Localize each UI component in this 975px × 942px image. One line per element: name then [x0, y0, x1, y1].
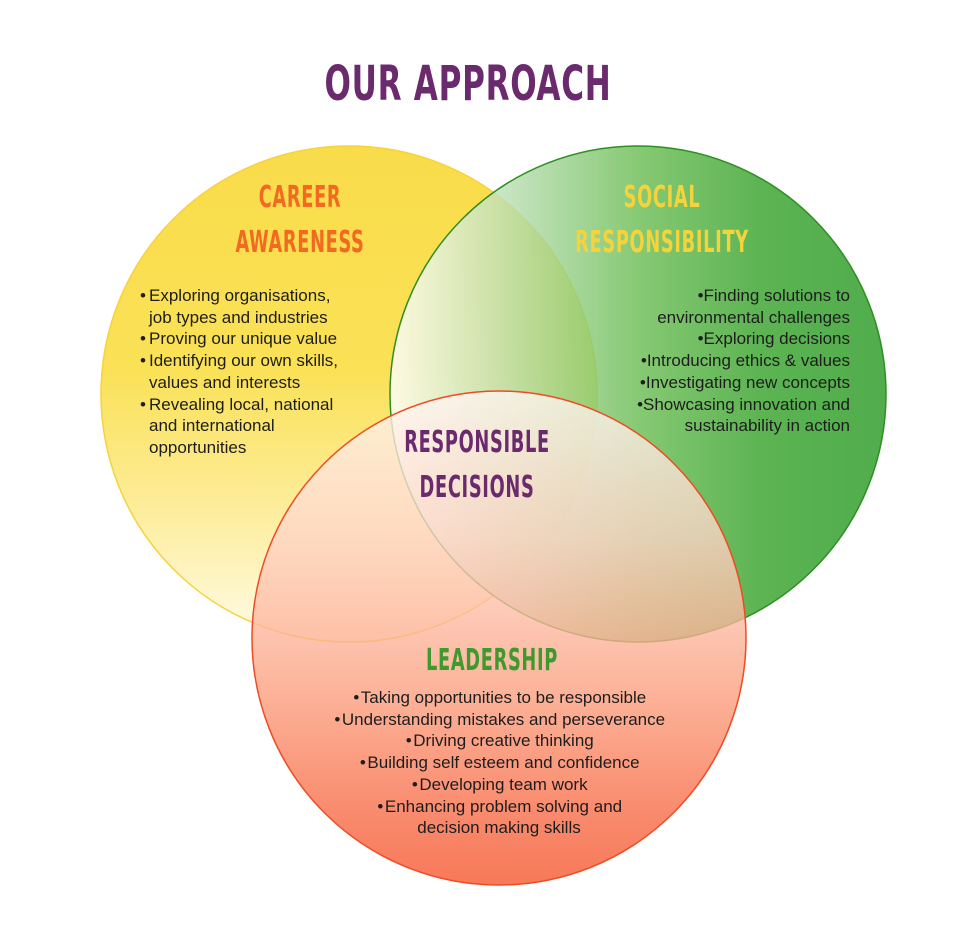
bullet-text: sustainability in action	[684, 416, 850, 436]
center-heading-line: DECISIONS	[420, 469, 535, 504]
social-heading: SOCIAL RESPONSIBILITY	[575, 179, 749, 259]
bullet-text: Investigating new concepts	[645, 372, 850, 392]
bullet-text: values and interests	[149, 372, 301, 392]
bullet-dot: •	[359, 753, 366, 773]
bullet-dot: •	[140, 351, 146, 371]
bullet-dot: •	[353, 688, 360, 707]
bullet-item: •Revealing local, national	[140, 394, 338, 416]
bullet-item-continuation: decision making skills	[279, 817, 719, 839]
bullet-item-continuation: environmental challenges	[634, 307, 850, 329]
bullet-item: •Proving our unique value	[140, 328, 338, 350]
bullet-text: Revealing local, national	[149, 394, 334, 414]
career-heading: CAREER AWARENESS	[235, 179, 364, 259]
bullet-text: and international	[149, 416, 275, 436]
bullet-dot: •	[639, 372, 646, 392]
page-title: OUR APPROACH	[325, 55, 612, 111]
bullet-dot: •	[405, 731, 412, 751]
bullet-item-continuation: and international	[140, 415, 338, 437]
leadership-circle	[251, 390, 747, 886]
bullet-item: •Building self esteem and confidence	[279, 752, 719, 774]
bullet-dot: •	[140, 286, 146, 305]
bullet-item: •Introducing ethics & values	[634, 350, 850, 372]
bullet-text: job types and industries	[149, 307, 328, 327]
bullet-text: Showcasing innovation and	[643, 394, 850, 414]
bullet-text: Identifying our own skills,	[149, 351, 338, 371]
bullet-item-continuation: values and interests	[140, 372, 338, 394]
bullet-dot: •	[140, 394, 146, 414]
bullet-text: Exploring organisations,	[149, 286, 331, 305]
bullet-dot: •	[640, 351, 647, 371]
leadership-bullet-list: •Taking opportunities to be responsible•…	[279, 687, 719, 839]
bullet-text: environmental challenges	[657, 307, 850, 327]
bullet-item: •Showcasing innovation and	[634, 394, 850, 416]
bullet-text: Understanding mistakes and perseverance	[341, 709, 666, 729]
bullet-dot: •	[377, 796, 384, 816]
bullet-item: •Investigating new concepts	[634, 372, 850, 394]
bullet-text: decision making skills	[417, 818, 581, 838]
bullet-item: •Enhancing problem solving and	[279, 796, 719, 818]
bullet-item-continuation: job types and industries	[140, 307, 338, 329]
social-heading-line: RESPONSIBILITY	[575, 224, 749, 259]
bullet-item: •Developing team work	[279, 774, 719, 796]
bullet-item: •Taking opportunities to be responsible	[279, 687, 719, 709]
center-heading: RESPONSIBLE DECISIONS	[404, 424, 550, 504]
bullet-dot: •	[411, 774, 418, 794]
bullet-text: Exploring decisions	[703, 329, 850, 349]
leadership-heading: LEADERSHIP	[426, 642, 558, 677]
bullet-dot: •	[140, 329, 146, 349]
bullet-text: Finding solutions to	[703, 286, 850, 305]
bullet-text: Developing team work	[419, 774, 588, 794]
bullet-item: •Identifying our own skills,	[140, 350, 338, 372]
center-heading-line: RESPONSIBLE	[404, 424, 550, 459]
career-heading-line: AWARENESS	[235, 224, 364, 259]
bullet-text: Enhancing problem solving and	[384, 796, 623, 816]
bullet-item: •Driving creative thinking	[279, 730, 719, 752]
bullet-dot: •	[697, 286, 704, 305]
bullet-item: •Exploring decisions	[634, 328, 850, 350]
bullet-text: Driving creative thinking	[413, 731, 594, 751]
bullet-item: •Exploring organisations,	[140, 285, 338, 307]
bullet-item-continuation: opportunities	[140, 437, 338, 459]
bullet-text: Building self esteem and confidence	[367, 753, 640, 773]
career-bullet-list: •Exploring organisations,job types and i…	[140, 285, 338, 459]
bullet-dot: •	[697, 329, 704, 349]
leadership-heading-line: LEADERSHIP	[426, 642, 558, 677]
bullet-text: Taking opportunities to be responsible	[360, 688, 647, 707]
social-heading-line: SOCIAL	[624, 179, 701, 214]
bullet-item: •Understanding mistakes and perseverance	[279, 709, 719, 731]
bullet-text: Proving our unique value	[149, 329, 338, 349]
bullet-item: •Finding solutions to	[634, 285, 850, 307]
bullet-dot: •	[637, 394, 644, 414]
career-heading-line: CAREER	[259, 179, 342, 214]
bullet-text: Introducing ethics & values	[646, 351, 850, 371]
bullet-item-continuation: sustainability in action	[634, 415, 850, 437]
bullet-text: opportunities	[149, 437, 247, 457]
bullet-dot: •	[334, 709, 341, 729]
